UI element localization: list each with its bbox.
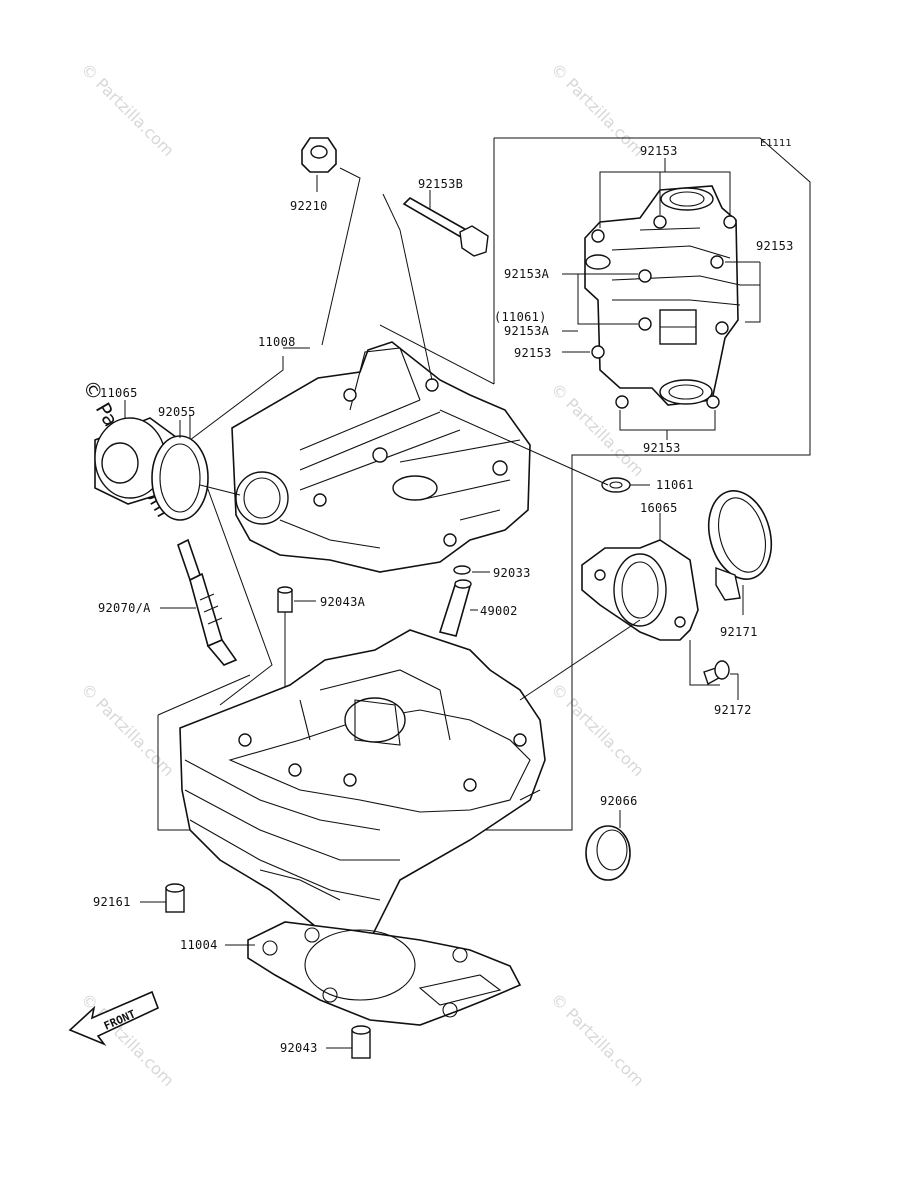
- part-label-92153-bottom: 92153: [643, 441, 681, 455]
- part-label-16065: 16065: [640, 501, 678, 515]
- o-ring-92055: [151, 420, 241, 521]
- clip-92033: [453, 565, 490, 575]
- watermark-text: © Partzilla.com: [547, 679, 648, 780]
- part-label-92210: 92210: [290, 199, 328, 213]
- part-label-11008: 11008: [258, 335, 296, 349]
- part-label-92043A: 92043A: [320, 595, 366, 609]
- gasket-11061: [439, 409, 650, 493]
- spark-plug-92070A: [160, 538, 238, 666]
- cylinder-head: [157, 619, 641, 941]
- valve-guide-49002: [438, 579, 478, 637]
- part-label-92172: 92172: [714, 703, 752, 717]
- part-label-92066: 92066: [600, 794, 638, 808]
- part-labels: 92210 92153B 92153 92153 92153A (11061) …: [93, 144, 794, 1055]
- part-label-92153-mid: 92153: [514, 346, 552, 360]
- part-label-92043: 92043: [280, 1041, 318, 1055]
- part-label-11004: 11004: [180, 938, 218, 952]
- screw-92172: [703, 660, 739, 700]
- watermark-text: © Partzilla.com: [547, 59, 648, 160]
- clamp-92171: [707, 490, 773, 615]
- part-label-92153A-lower: 92153A: [504, 324, 550, 338]
- part-label-11061-paren: (11061): [494, 310, 547, 324]
- part-label-92153A-upper: 92153A: [504, 267, 550, 281]
- part-label-92161: 92161: [93, 895, 131, 909]
- watermark-text: © Partzilla.com: [77, 679, 178, 780]
- dowel-92043A: [277, 586, 316, 695]
- part-label-92171: 92171: [720, 625, 758, 639]
- plug-92066: [585, 810, 631, 881]
- part-label-92153B: 92153B: [418, 177, 463, 191]
- intake-pipe-16065: [581, 513, 720, 686]
- watermark-text: © Partzilla.com: [77, 59, 178, 160]
- nut-92210: [301, 137, 361, 346]
- part-label-92055: 92055: [158, 405, 196, 419]
- diagram-code: E1111: [760, 138, 792, 149]
- bolt-92153B: [382, 190, 489, 381]
- dowel-92043: [326, 1025, 371, 1059]
- part-label-92033: 92033: [493, 566, 531, 580]
- cylinder-head-cover: [189, 341, 531, 706]
- valve-cover-inset: [379, 137, 811, 831]
- dowel-92161: [140, 883, 185, 913]
- watermark-text: © Partzilla.com: [547, 989, 648, 1090]
- part-label-11065: 11065: [100, 386, 138, 400]
- part-label-92070A: 92070/A: [98, 601, 151, 615]
- part-label-92153-top: 92153: [640, 144, 678, 158]
- part-label-49002: 49002: [480, 604, 518, 618]
- part-label-92153-right: 92153: [756, 239, 794, 253]
- part-label-11061: 11061: [656, 478, 694, 492]
- head-gasket-11004: [225, 921, 522, 1026]
